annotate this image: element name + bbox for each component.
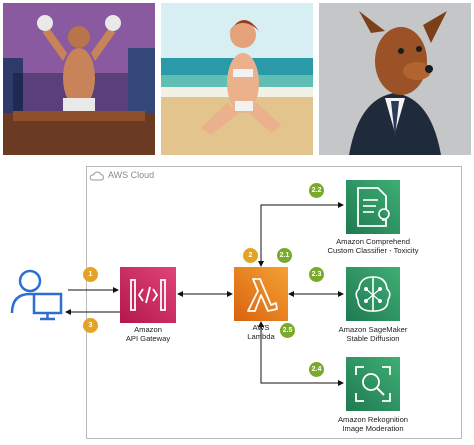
step-badge-3: 3 bbox=[83, 318, 98, 333]
step-badge-2-2: 2.2 bbox=[309, 183, 324, 198]
api-gateway-label-line2: API Gateway bbox=[125, 334, 171, 343]
step-badge-2: 2 bbox=[243, 248, 258, 263]
generated-image-boxer bbox=[3, 3, 155, 155]
lambda-icon bbox=[234, 267, 288, 321]
rekognition-label-line1: Amazon Rekognition bbox=[337, 415, 409, 424]
comprehend-icon bbox=[346, 180, 400, 234]
lambda-label-line2: Lambda bbox=[247, 332, 275, 341]
step-badge-2-1: 2.1 bbox=[277, 248, 292, 263]
comprehend-label-line1: Amazon Comprehend bbox=[336, 237, 410, 246]
aws-cloud-boundary bbox=[86, 166, 462, 439]
api-gateway-icon bbox=[120, 267, 176, 323]
step-badge-2-5: 2.5 bbox=[280, 323, 295, 338]
aws-cloud-label: AWS Cloud bbox=[108, 170, 155, 180]
step-badge-2-3: 2.3 bbox=[309, 267, 324, 282]
step-badge-2-4: 2.4 bbox=[309, 362, 324, 377]
rekognition-label-line2: Image Moderation bbox=[342, 424, 404, 433]
rekognition-icon bbox=[346, 357, 400, 411]
generated-image-beach bbox=[161, 3, 313, 155]
sagemaker-label-line2: Stable Diffusion bbox=[346, 334, 400, 343]
lambda-label-line1: AWS bbox=[252, 323, 270, 332]
sagemaker-icon bbox=[346, 267, 400, 321]
comprehend-label-line2: Custom Classifier - Toxicity bbox=[327, 246, 419, 255]
generated-image-dog bbox=[319, 3, 471, 155]
sagemaker-label-line1: Amazon SageMaker bbox=[338, 325, 408, 334]
user-workstation-icon bbox=[8, 267, 64, 321]
step-badge-1: 1 bbox=[83, 267, 98, 282]
api-gateway-label-line1: Amazon bbox=[134, 325, 162, 334]
cloud-icon bbox=[89, 169, 105, 181]
